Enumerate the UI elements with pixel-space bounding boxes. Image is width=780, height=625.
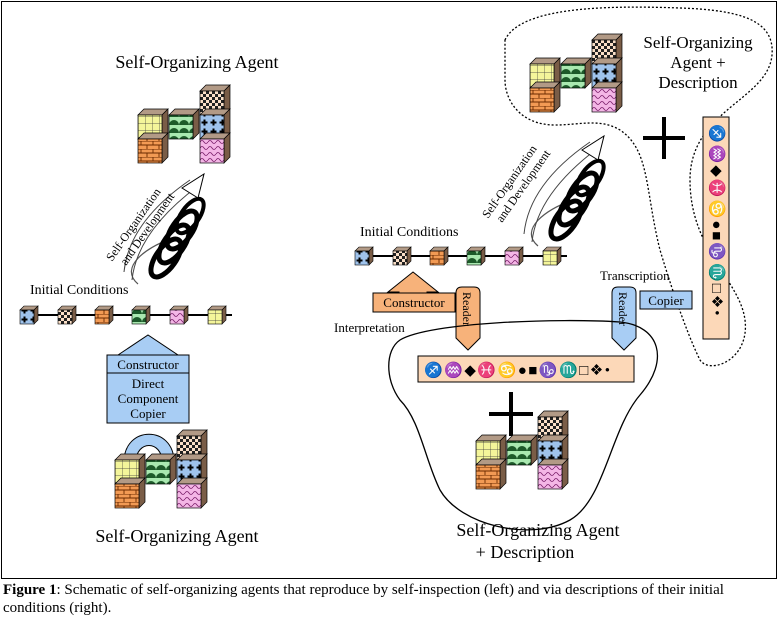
right-bottom-title-line1: Self-Organizing Agent: [456, 520, 619, 540]
left-reader-arrow: [455, 286, 481, 351]
copier-box: [639, 290, 693, 310]
left-initial-conditions-label: Initial Conditions: [30, 283, 128, 298]
left-top-title: Self-Organizing Agent: [115, 52, 278, 72]
horizontal-description-tape: [417, 355, 635, 383]
right-top-title-line1: Self-Organizing: [643, 33, 753, 52]
direct-copier-line1: Direct: [132, 376, 165, 391]
interpretation-label: Interpretation: [334, 320, 405, 335]
caption-label: Figure 1: [3, 582, 57, 598]
transcription-label: Transcription: [600, 268, 670, 283]
vertical-description-tape: [702, 116, 730, 340]
right-constructor-box: [372, 292, 456, 313]
top-description-boundary: [504, 6, 773, 367]
direct-copier-line2: Component: [118, 391, 179, 406]
copier-label: Copier: [648, 293, 684, 308]
left-initial-conditions-chain: [20, 306, 232, 324]
bottom-description-boundary: [388, 319, 659, 531]
figure-frame: [1, 1, 777, 579]
direct-copier-line3: Copier: [130, 406, 166, 421]
figure-caption: Figure 1: Schematic of self-organizing a…: [3, 581, 773, 617]
right-reader-label: Reader: [616, 292, 630, 326]
bottom-plus-icon: [489, 392, 533, 436]
left-top-agent: [138, 85, 230, 163]
right-reader-arrow: [611, 286, 637, 351]
vertical-description-symbols: ♐♒◆♓♋●■♑♏□❖•: [708, 124, 726, 317]
horizontal-description-symbols: ♐♒◆♓♋●■♑♏□❖•: [424, 361, 611, 379]
right-initial-conditions-label: Initial Conditions: [360, 225, 458, 240]
right-initial-conditions-chain: [355, 247, 567, 265]
constructor-up-arrow: [386, 271, 440, 297]
left-bottom-title: Self-Organizing Agent: [95, 526, 258, 546]
right-bottom-title-line2: + Description: [476, 542, 575, 562]
left-constructor-label: Constructor: [117, 357, 179, 372]
left-reader-label: Reader: [460, 292, 474, 326]
right-top-agent: [530, 34, 622, 112]
top-plus-icon: [643, 117, 685, 159]
right-constructor-label: Constructor: [383, 295, 445, 310]
direct-copier-box: [106, 372, 190, 424]
right-top-title-line2: Agent +: [670, 53, 725, 72]
right-bottom-agent: [476, 411, 568, 489]
right-top-title-line3: Description: [658, 73, 738, 92]
caption-text: : Schematic of self-organizing agents th…: [3, 582, 724, 616]
